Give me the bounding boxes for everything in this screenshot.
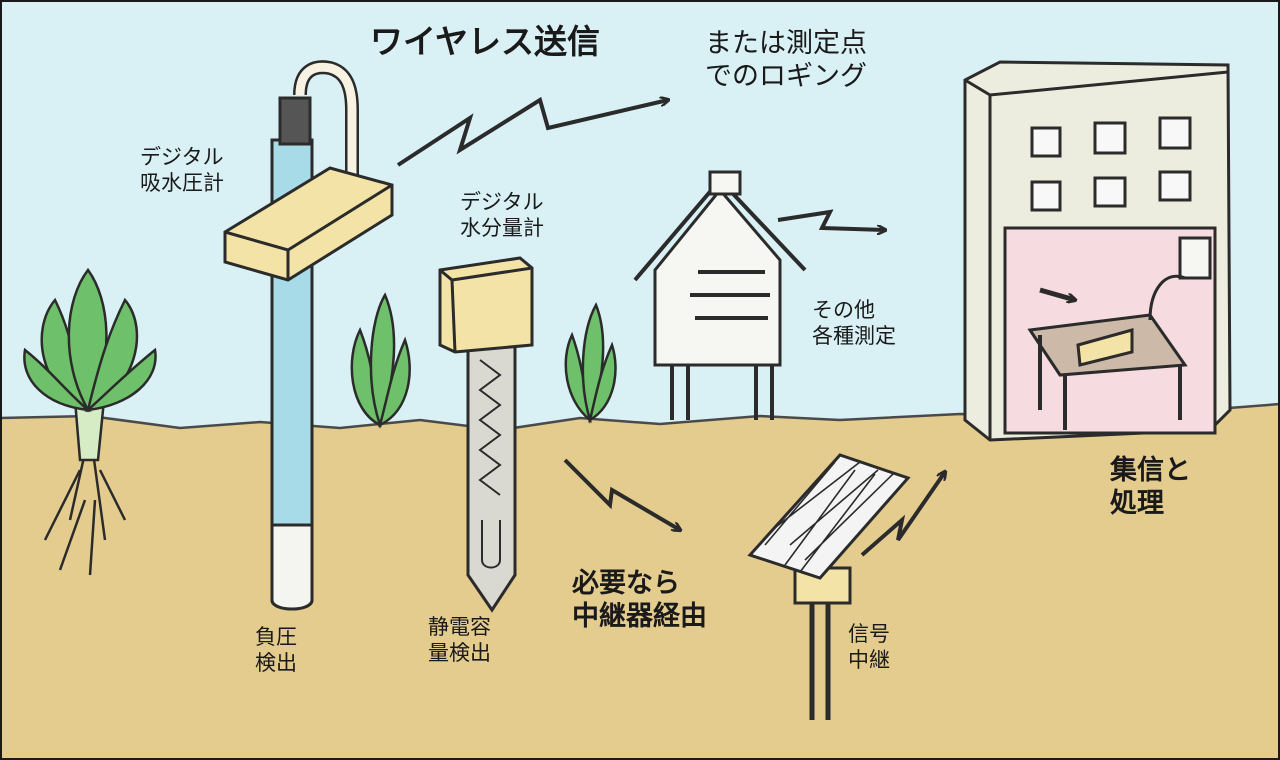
solar-relay-illustration xyxy=(747,453,911,720)
plant-small-2 xyxy=(564,302,617,425)
tensiometer-illustration xyxy=(223,60,394,611)
label-wireless-transmission: ワイヤレス送信 xyxy=(370,22,601,61)
wireless-signal-arrows xyxy=(396,100,945,557)
label-or-logging: または測定点 でのロギング xyxy=(705,28,867,92)
label-moisture-meter: デジタル 水分量計 xyxy=(460,190,544,240)
label-negative-pressure: 負圧 検出 xyxy=(255,625,297,675)
weather-station-illustration xyxy=(633,170,807,420)
label-other-measurements: その他 各種測定 xyxy=(812,298,896,348)
ground xyxy=(0,404,1280,760)
label-tensiometer: デジタル 吸水圧計 xyxy=(140,145,224,195)
data-center-building xyxy=(963,60,1232,442)
plant-large xyxy=(23,267,157,576)
label-capacitance: 静電容 量検出 xyxy=(428,615,491,665)
label-signal-relay: 信号 中継 xyxy=(848,622,890,672)
label-collect-process: 集信と 処理 xyxy=(1110,455,1191,519)
moisture-meter-illustration xyxy=(438,256,534,613)
plant-small-1 xyxy=(350,292,411,429)
ground-line xyxy=(0,402,1280,432)
label-via-repeater: 必要なら 中継器経由 xyxy=(572,568,707,632)
